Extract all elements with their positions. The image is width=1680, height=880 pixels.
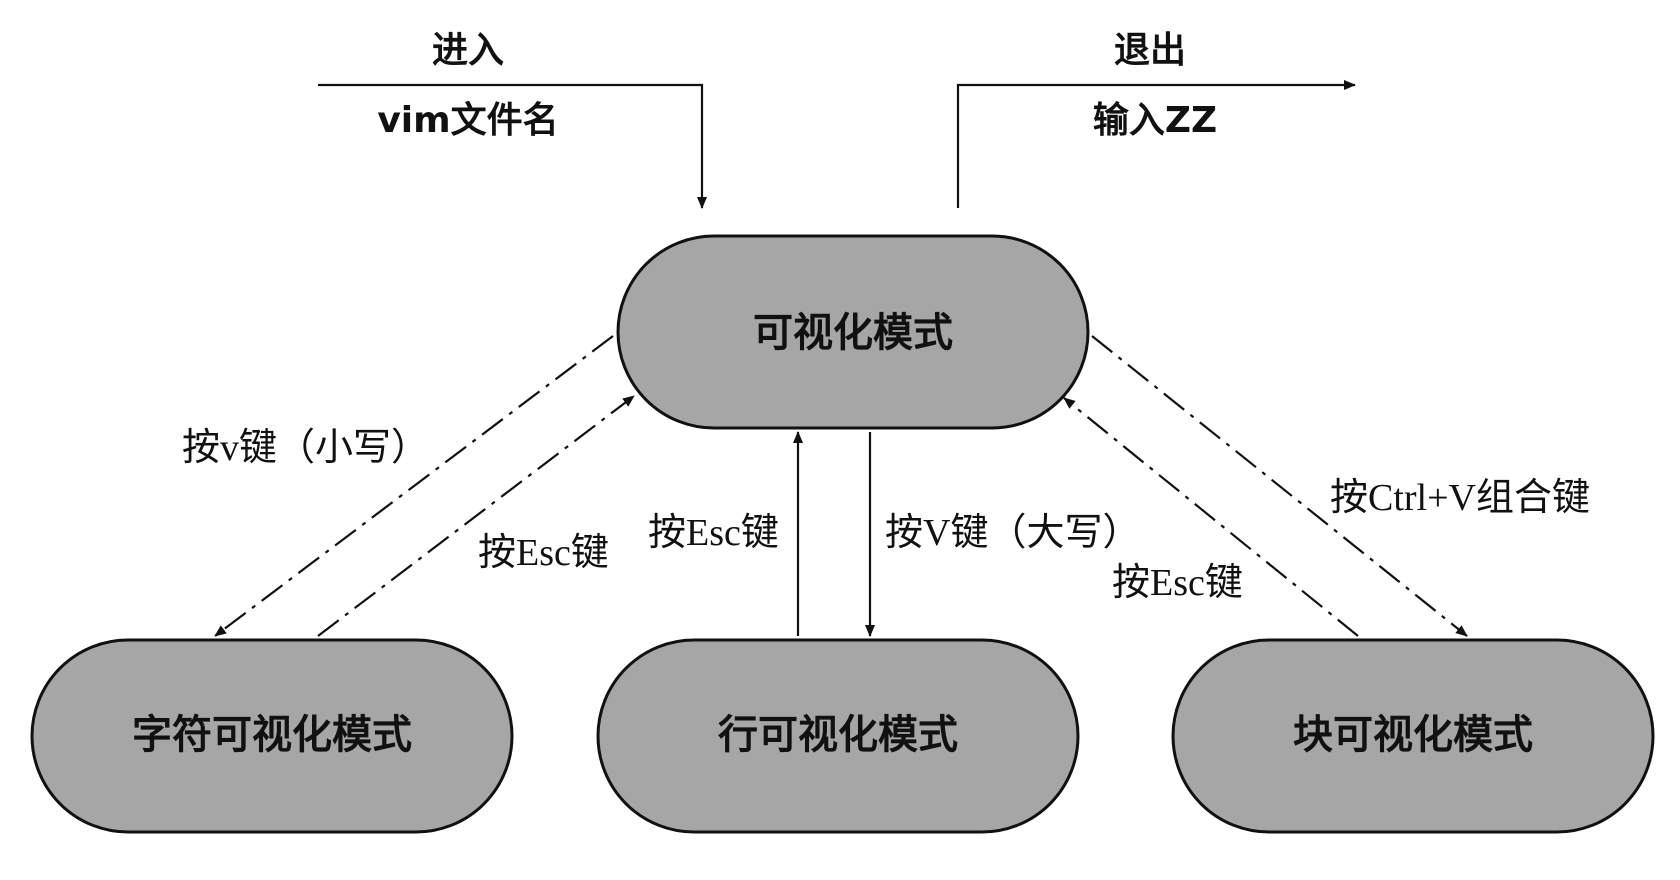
edge-from-char-label: 按Esc键 [478, 532, 609, 574]
entry-title: 进入 [432, 30, 504, 71]
line-visual-mode-node [596, 638, 1080, 834]
exit-command: 输入ZZ [1093, 100, 1217, 141]
edge-to-block-label: 按Ctrl+V组合键 [1330, 477, 1590, 519]
char-visual-mode-node [30, 638, 514, 834]
edge-from-block-label: 按Esc键 [1112, 562, 1243, 604]
entry-command: vim文件名 [377, 100, 558, 141]
edge-from-line-label: 按Esc键 [648, 512, 779, 554]
edge-to-line-label: 按V键（大写） [885, 512, 1140, 554]
block-visual-mode-label: 块可视化模式 [1293, 712, 1533, 758]
edge-to-block [1091, 335, 1468, 637]
edge-to-char-label: 按v键（小写） [182, 427, 429, 469]
char-visual-mode-label: 字符可视化模式 [132, 712, 412, 758]
exit-title: 退出 [1114, 30, 1186, 71]
edge-from-block [1063, 397, 1359, 637]
visual-mode-label: 可视化模式 [753, 310, 953, 356]
edge-from-char [317, 395, 635, 637]
edge-to-char [214, 335, 614, 637]
entry-arrow [318, 83, 707, 209]
visual-mode-node [616, 234, 1090, 430]
exit-arrow [956, 80, 1356, 208]
block-visual-mode-node [1171, 638, 1655, 834]
line-visual-mode-label: 行可视化模式 [718, 712, 958, 758]
